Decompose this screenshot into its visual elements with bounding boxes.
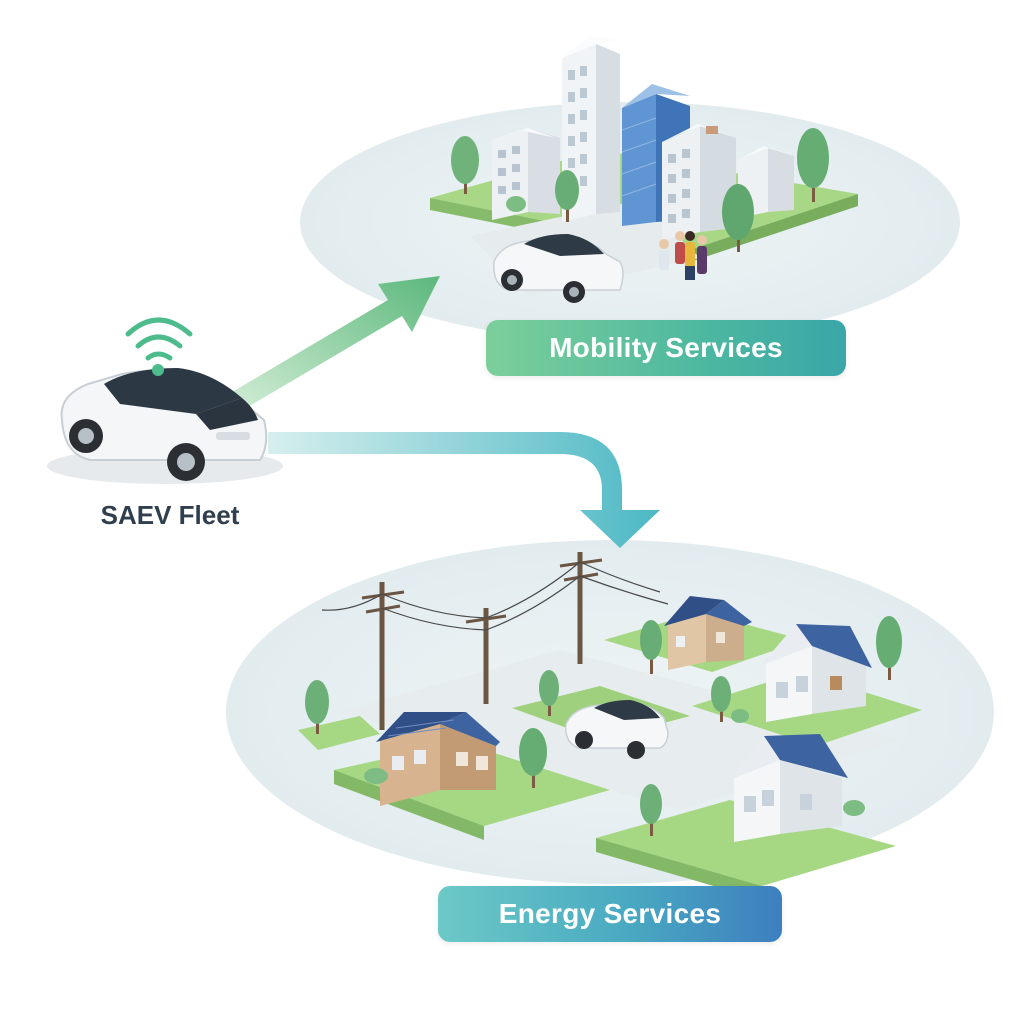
saev-fleet-car[interactable] <box>47 364 283 484</box>
house-back-left <box>664 596 752 670</box>
office-building-left <box>492 128 560 220</box>
saev-fleet-label: SAEV Fleet <box>100 500 240 530</box>
neighborhood-trees <box>305 616 902 836</box>
mobility-services-label[interactable]: Mobility Services <box>486 320 846 376</box>
city-car <box>493 234 624 303</box>
house-right-top <box>762 624 872 722</box>
neighborhood-car <box>565 700 669 759</box>
wifi-icon <box>125 317 193 361</box>
house-front-left <box>376 712 500 806</box>
energy-services-text: Energy Services <box>498 898 722 929</box>
power-grid <box>321 552 669 730</box>
city-trees <box>451 128 829 252</box>
house-right-bottom <box>730 734 848 842</box>
energy-services-label[interactable]: Energy Services <box>438 886 782 942</box>
arrow-to-mobility[interactable] <box>222 276 440 414</box>
city-platform <box>300 36 960 342</box>
arrow-to-energy[interactable] <box>268 432 660 548</box>
mobility-services-text: Mobility Services <box>549 332 783 363</box>
people-group <box>659 231 707 280</box>
